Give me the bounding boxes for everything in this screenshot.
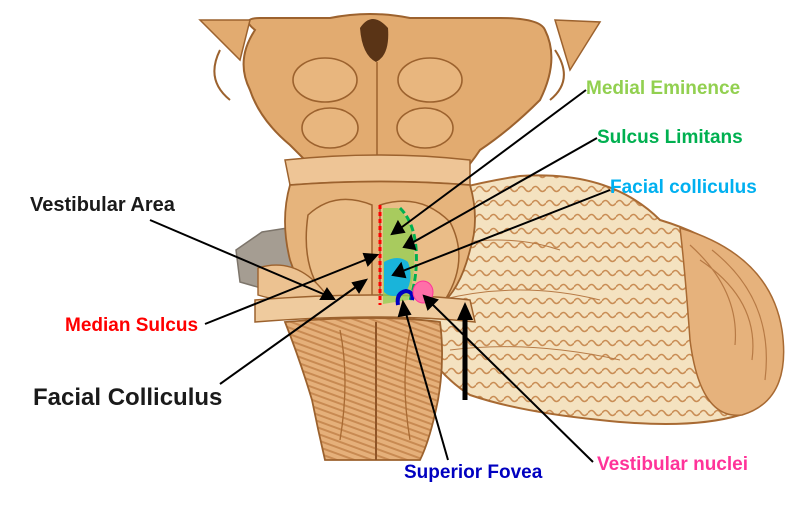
leader-superior-fovea — [404, 309, 449, 461]
leader-median-sulcus — [204, 257, 371, 325]
upward-arrow — [457, 302, 473, 400]
sulcus-limitans-line — [398, 206, 418, 301]
leader-facial-colliculus-left — [219, 283, 361, 385]
label-facial-colliculus-right: Facial colliculus — [610, 177, 757, 198]
leader-lines — [149, 89, 611, 463]
label-vestibular-nuclei: Vestibular nuclei — [597, 454, 748, 475]
pons-floor — [257, 180, 476, 306]
label-facial-colliculus-left: Facial Colliculus — [33, 384, 223, 411]
cerebellum-section — [403, 174, 785, 425]
midbrain — [198, 13, 602, 176]
label-medial-eminence: Medial Eminence — [586, 78, 741, 99]
upper-pons-band — [284, 154, 471, 186]
leader-facial-colliculus-right — [399, 189, 611, 273]
leader-vestibular-nuclei — [429, 301, 594, 463]
leader-vestibular-area — [149, 219, 329, 297]
medulla — [283, 317, 443, 461]
superior-fovea-mark — [395, 288, 415, 306]
leader-medial-eminence — [397, 89, 587, 231]
label-vestibular-area: Vestibular Area — [30, 194, 175, 216]
leader-sulcus-limitans — [409, 137, 598, 245]
label-sulcus-limitans: Sulcus Limitans — [597, 127, 743, 148]
facial-colliculus-overlay — [384, 258, 411, 296]
label-superior-fovea: Superior Fovea — [404, 462, 543, 483]
label-median-sulcus: Median Sulcus — [65, 315, 199, 336]
